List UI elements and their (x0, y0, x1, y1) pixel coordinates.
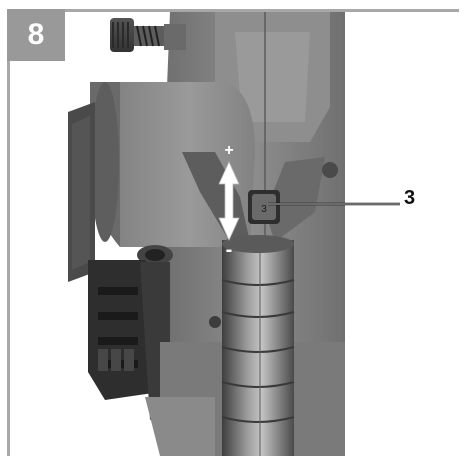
tool-photo: 3 + - (68, 12, 400, 456)
adjustment-arrow (218, 161, 240, 241)
figure-number-badge: 8 (7, 9, 65, 61)
callout-label-3: 3 (404, 187, 416, 209)
frame-top-border (7, 9, 459, 12)
minus-sign: - (226, 239, 233, 261)
plus-sign: + (224, 142, 233, 159)
frame-left-border (7, 9, 10, 456)
switch-marking: 3 (261, 204, 267, 215)
